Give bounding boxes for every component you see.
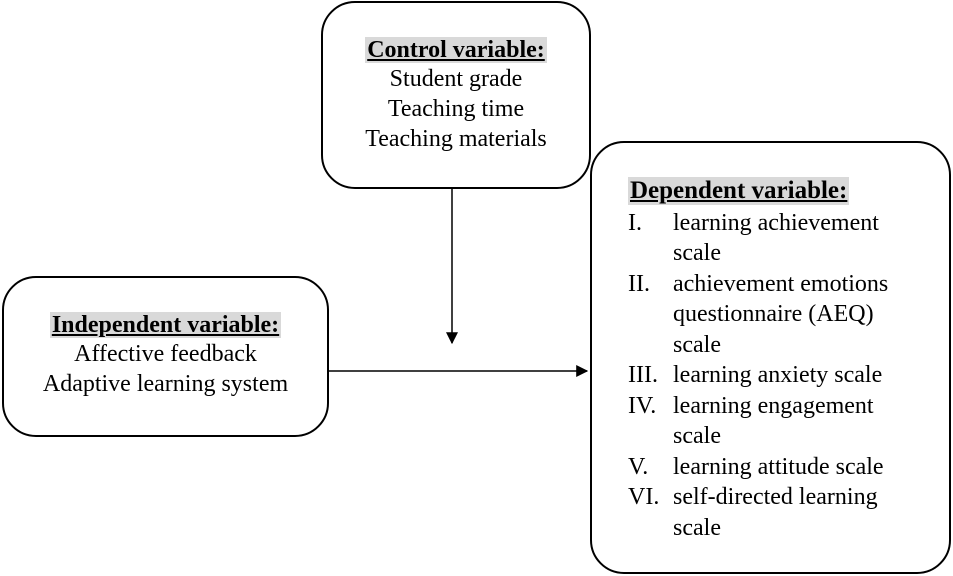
dependent-item-text: learning achievement scale [673,209,879,267]
dependent-item-text: learning attitude scale [673,453,884,480]
dependent-item-number: III. [628,362,658,388]
dependent-item: V. learning attitude scale [628,452,949,483]
dependent-item-text: self-directed learning scale [673,484,878,541]
independent-variable-box: Independent variable: Affective feedback… [2,276,329,437]
dependent-item: I. learning achievement scale [628,208,949,269]
independent-item-affective-feedback: Affective feedback [74,341,257,368]
control-variable-title: Control variable: [365,37,547,64]
dependent-item: VI. self-directed learning scale [628,482,949,543]
dependent-item-number: I. [628,209,642,236]
control-variable-box: Control variable: Student grade Teaching… [321,1,591,189]
dependent-item-text: learning engagement scale [673,392,874,450]
dependent-item-text: achievement emotions questionnaire (AEQ)… [673,270,889,358]
control-item-student-grade: Student grade [389,66,523,93]
dependent-variable-box: Dependent variable: I. learning achievem… [590,141,951,574]
dependent-variable-title: Dependent variable: [628,177,850,205]
dependent-item-text: learning anxiety scale [673,362,883,388]
dependent-item-number: VI. [628,484,660,510]
independent-item-adaptive-learning-system: Adaptive learning system [42,371,289,398]
dependent-item: IV. learning engagement scale [628,391,949,452]
dependent-item-number: V. [628,453,649,480]
dependent-item: III. learning anxiety scale [628,360,949,391]
dependent-item-number: II. [628,270,650,297]
dependent-item: II. achievement emotions questionnaire (… [628,269,949,361]
control-item-teaching-materials: Teaching materials [365,126,547,153]
control-item-teaching-time: Teaching time [387,96,525,123]
dependent-item-number: IV. [628,392,657,419]
independent-variable-title: Independent variable: [49,312,282,339]
